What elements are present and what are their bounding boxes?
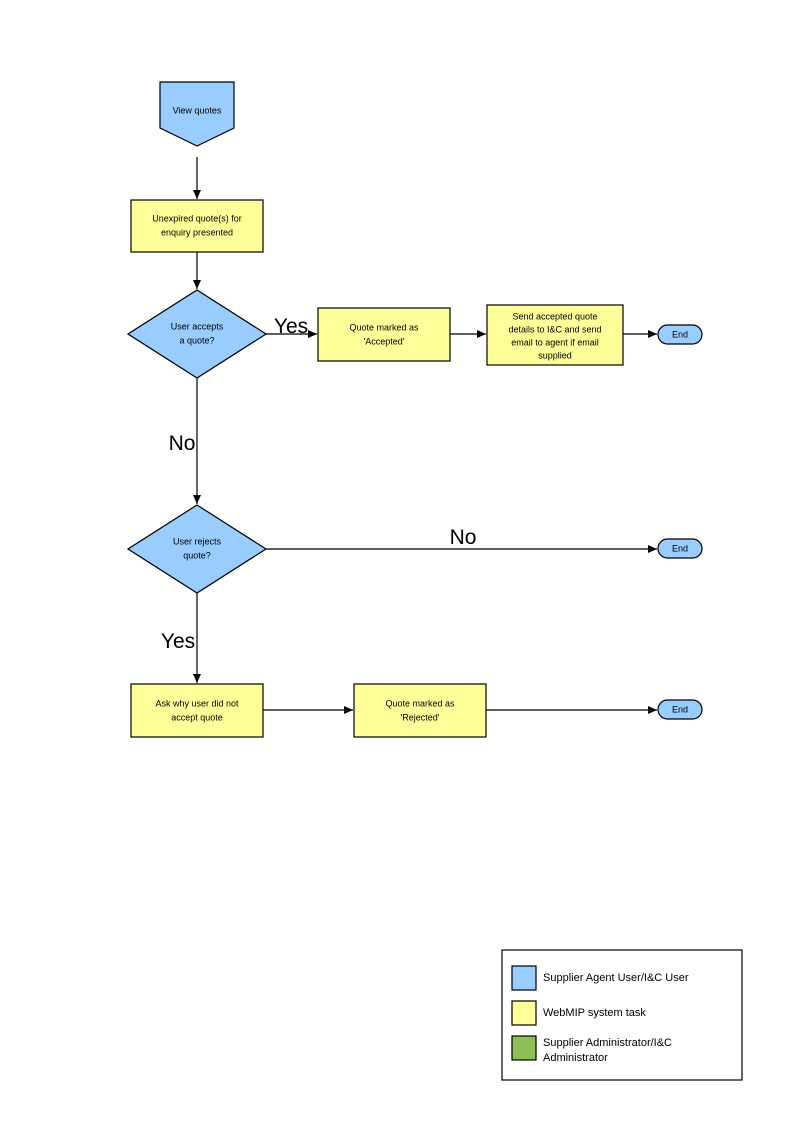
- node-send-accepted-quote-details[interactable]: Send accepted quote details to I&C and s…: [486, 304, 624, 366]
- node-end-1-label: End: [672, 329, 688, 339]
- node-start-view-quotes[interactable]: View quotes: [159, 81, 235, 147]
- node-marked-rejected-label-line2: 'Rejected': [401, 712, 440, 722]
- stadium-shape: [657, 538, 703, 559]
- legend-swatch-blue: [511, 965, 537, 991]
- node-send-details-label-line4: supplied: [538, 350, 572, 360]
- legend: Supplier Agent User/I&C User WebMIP syst…: [501, 949, 743, 1081]
- node-marked-accepted-label-line2: 'Accepted': [364, 336, 405, 346]
- process-box-shape: [353, 683, 487, 738]
- edge-label-yes-accepts: Yes: [274, 315, 308, 338]
- node-decision-user-rejects[interactable]: User rejects quote?: [126, 504, 268, 594]
- pentagon-down-shape: [159, 81, 235, 147]
- process-box-shape: [317, 307, 451, 362]
- node-ask-why-label-line1: Ask why user did not: [155, 698, 239, 708]
- process-box-shape: [130, 683, 264, 738]
- diamond-shape: [126, 504, 268, 594]
- legend-label-3: Supplier Administrator/I&C: [543, 1037, 672, 1049]
- node-accepts-label-line2: a quote?: [179, 335, 214, 345]
- legend-label-1: Supplier Agent User/I&C User: [543, 972, 689, 984]
- node-decision-user-accepts[interactable]: User accepts a quote?: [126, 289, 268, 379]
- edge-label-layer: Yes No No Yes: [161, 315, 477, 653]
- process-box-shape: [486, 304, 624, 366]
- node-quote-marked-accepted[interactable]: Quote marked as 'Accepted': [317, 307, 451, 362]
- node-end-3-label: End: [672, 704, 688, 714]
- node-quote-marked-rejected[interactable]: Quote marked as 'Rejected': [353, 683, 487, 738]
- stadium-shape: [657, 699, 703, 720]
- node-unexpired-quotes[interactable]: Unexpired quote(s) for enquiry presented: [130, 199, 264, 253]
- legend-item-supplier-agent-user: Supplier Agent User/I&C User: [511, 965, 689, 991]
- legend-frame: [501, 949, 743, 1081]
- node-end-2[interactable]: End: [657, 538, 703, 559]
- node-accepts-label-line1: User accepts: [171, 321, 224, 331]
- node-ask-why-not-accepted[interactable]: Ask why user did not accept quote: [130, 683, 264, 738]
- node-unexpired-label-line1: Unexpired quote(s) for: [152, 213, 242, 223]
- edge-label-no-accepts: No: [169, 432, 196, 455]
- legend-item-supplier-administrator: Supplier Administrator/I&C Administrator: [511, 1035, 672, 1064]
- node-end-3[interactable]: End: [657, 699, 703, 720]
- process-box-shape: [130, 199, 264, 253]
- node-send-details-label-line3: email to agent if email: [511, 337, 599, 347]
- legend-swatch-green: [511, 1035, 537, 1061]
- node-start-label: View quotes: [173, 105, 222, 115]
- node-marked-accepted-label-line1: Quote marked as: [349, 322, 419, 332]
- node-rejects-label-line2: quote?: [183, 550, 211, 560]
- edge-label-no-rejects: No: [450, 526, 477, 549]
- edge-label-yes-rejects: Yes: [161, 630, 195, 653]
- legend-item-webmip-system-task: WebMIP system task: [511, 1000, 646, 1026]
- diamond-shape: [126, 289, 268, 379]
- legend-swatch-yellow: [511, 1000, 537, 1026]
- node-end-1[interactable]: End: [657, 324, 703, 345]
- node-send-details-label-line1: Send accepted quote: [512, 311, 597, 321]
- stadium-shape: [657, 324, 703, 345]
- node-rejects-label-line1: User rejects: [173, 536, 222, 546]
- node-send-details-label-line2: details to I&C and send: [508, 324, 601, 334]
- legend-label-3-line2: Administrator: [543, 1052, 608, 1064]
- node-marked-rejected-label-line1: Quote marked as: [385, 698, 455, 708]
- connector-layer: [193, 157, 657, 714]
- node-end-2-label: End: [672, 543, 688, 553]
- legend-label-2: WebMIP system task: [543, 1007, 646, 1019]
- node-unexpired-label-line2: enquiry presented: [161, 227, 233, 237]
- node-ask-why-label-line2: accept quote: [171, 712, 223, 722]
